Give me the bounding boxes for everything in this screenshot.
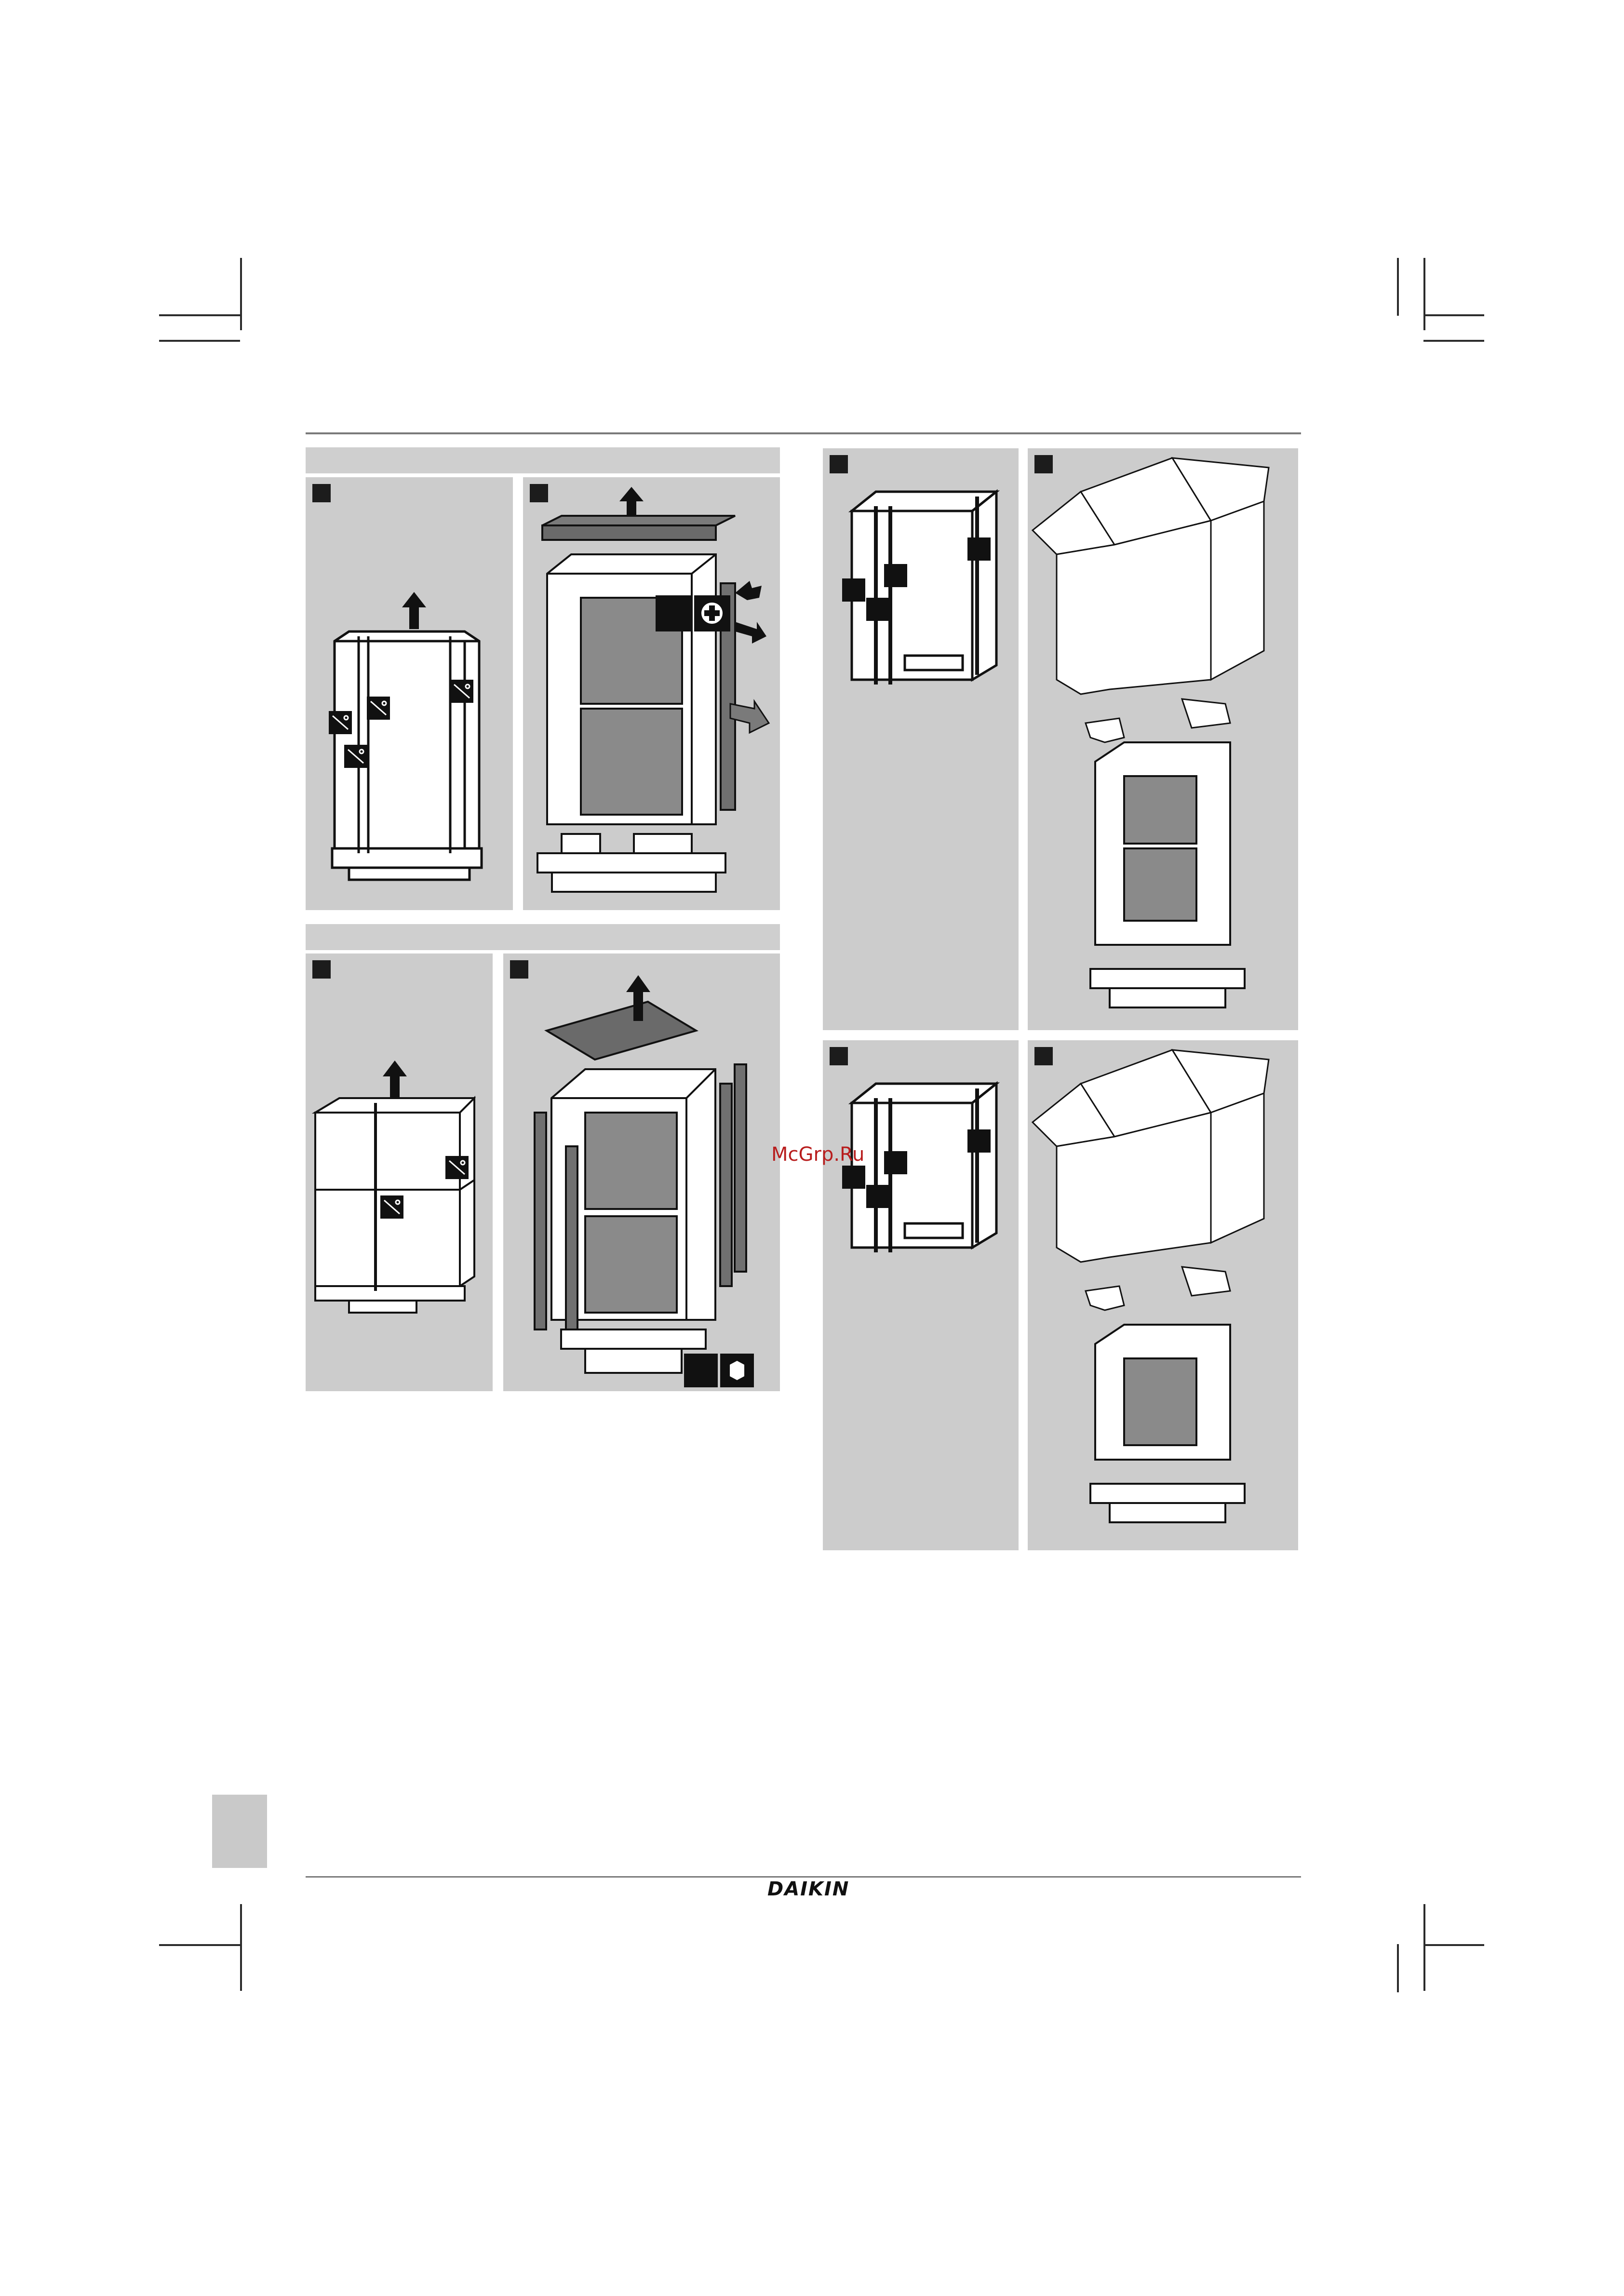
panel-d2 bbox=[1028, 1040, 1298, 1550]
panel-b1 bbox=[306, 953, 493, 1391]
page-side-tab bbox=[212, 1795, 267, 1868]
unit-corner-boards-illustration bbox=[503, 953, 780, 1391]
crop-mark-bottom-right-h bbox=[1423, 1944, 1484, 1946]
phillips-screwdriver-icon bbox=[701, 603, 723, 624]
brand-logo-text: DAIKIN bbox=[767, 1878, 849, 1900]
section-header-bar-b bbox=[306, 924, 780, 950]
crop-mark-top-left-v bbox=[240, 258, 242, 330]
top-rule bbox=[306, 432, 1301, 434]
panel-a2 bbox=[523, 477, 780, 910]
watermark-text: McGrp.Ru bbox=[771, 1143, 864, 1166]
boxed-unit-illustration bbox=[823, 448, 1019, 1030]
section-header-bar-a bbox=[306, 447, 780, 473]
unit-open-illustration bbox=[523, 477, 780, 910]
crop-mark-top-right-v2 bbox=[1397, 258, 1399, 316]
arrow-up-icon bbox=[402, 592, 426, 629]
arrow-up-icon bbox=[619, 487, 644, 516]
crop-mark-bottom-right-v bbox=[1423, 1904, 1425, 1991]
crop-mark-top-left-h2 bbox=[159, 340, 240, 342]
carton-lift-short-illustration bbox=[1028, 1040, 1298, 1550]
crop-mark-top-right-h bbox=[1423, 314, 1484, 316]
panel-c2 bbox=[1028, 448, 1298, 1030]
hex-wrench-icon bbox=[730, 1361, 744, 1380]
crop-mark-bottom-right-v2 bbox=[1397, 1944, 1399, 1992]
boxed-unit-short-illustration bbox=[823, 1040, 1019, 1550]
crop-mark-bottom-left-h bbox=[159, 1944, 240, 1946]
carton-lift-illustration bbox=[1028, 448, 1298, 1030]
crop-mark-top-right-h2 bbox=[1423, 340, 1484, 342]
panel-d1 bbox=[823, 1040, 1019, 1550]
unit-box-illustration bbox=[306, 477, 513, 910]
panel-b2 bbox=[503, 953, 780, 1391]
panel-c1 bbox=[823, 448, 1019, 1030]
bottom-rule bbox=[306, 1876, 1301, 1878]
crop-mark-top-left-h bbox=[159, 314, 240, 316]
crop-mark-bottom-left-v bbox=[240, 1904, 242, 1991]
panel-a1 bbox=[306, 477, 513, 910]
two-tier-box-illustration bbox=[306, 953, 493, 1391]
crop-mark-top-right-v bbox=[1423, 258, 1425, 330]
arrow-up-icon bbox=[383, 1061, 407, 1098]
